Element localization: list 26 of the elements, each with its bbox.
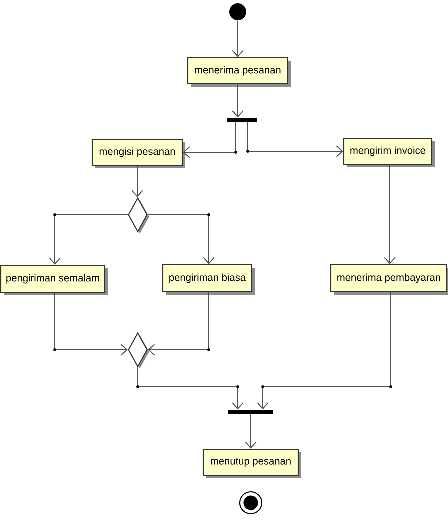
arrow <box>148 214 215 264</box>
arrow <box>183 122 236 158</box>
action-box: mengisi pesanan <box>92 138 186 168</box>
action-box: pengiriman biasa <box>162 264 255 295</box>
decision-diamond <box>128 332 150 369</box>
arrow <box>232 84 244 118</box>
action-box: menutup pesanan <box>202 448 302 478</box>
end-circle <box>239 491 263 515</box>
action-box: pengiriman semalam <box>0 264 108 296</box>
sync-bar <box>228 410 274 414</box>
arrow <box>54 292 128 356</box>
arrow <box>245 414 257 449</box>
action-box: menerima pembayaran <box>330 264 448 295</box>
arrow <box>49 214 128 265</box>
arrow <box>132 166 144 198</box>
start-circle <box>230 4 246 20</box>
sync-bar <box>227 118 257 122</box>
arrow <box>248 122 344 158</box>
decision-diamond <box>128 197 150 234</box>
action-box: menerima pesanan <box>187 57 291 87</box>
arrow <box>232 20 244 58</box>
arrow <box>257 292 392 410</box>
action-box: mengirim invoice <box>343 138 435 168</box>
arrow <box>138 367 244 410</box>
arrow <box>384 164 396 264</box>
arrow <box>148 292 210 356</box>
